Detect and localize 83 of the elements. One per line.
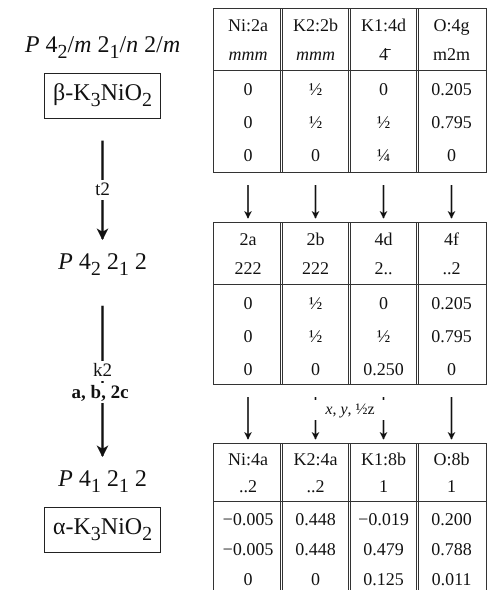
wyckoff-position: 4d (374, 228, 394, 251)
coordinate-value: 0.795 (430, 111, 473, 134)
arrow (312, 185, 320, 219)
coordinate-value: 0 (310, 144, 321, 167)
site-symmetry: ..2 (238, 475, 258, 498)
table-column (213, 222, 283, 385)
wyckoff-position: 2b (306, 228, 326, 251)
coordinate-value: ½ (308, 325, 324, 348)
coordinate-value: 0 (242, 358, 254, 381)
coordinate-value: 0.011 (430, 568, 472, 590)
coordinate-value: 0 (242, 144, 254, 167)
coordinate-value: 0.448 (294, 508, 337, 531)
coordinate-value: 0 (310, 358, 321, 381)
table-column (416, 222, 487, 385)
site-symmetry: 1 (378, 475, 389, 498)
coordinate-value: ¼ (376, 144, 392, 167)
table-column (348, 8, 419, 173)
coordinate-value: 0.250 (362, 358, 405, 381)
site-symmetry: 222 (301, 257, 330, 280)
site-symmetry: 222 (234, 257, 262, 280)
site-symmetry: 1 (446, 475, 457, 498)
coordinate-value: 0 (242, 325, 254, 348)
coordinate-value: 0.205 (430, 292, 473, 315)
arrow (380, 185, 388, 219)
arrow (448, 185, 456, 219)
wyckoff-position: K2:4a (292, 448, 338, 471)
space-group-label: P 4$_{1}$ 2$_{1}$ 2 (57, 465, 148, 499)
wyckoff-position: O:4g (432, 14, 470, 37)
site-symmetry: m2m (432, 43, 471, 66)
coordinate-value: 0 (378, 292, 389, 315)
coordinate-value: 0 (242, 292, 254, 315)
coordinate-value: −0.005 (222, 538, 274, 561)
coordinate-value: 0 (310, 568, 321, 590)
table-column (213, 8, 283, 173)
coordinate-value: 0.479 (362, 538, 405, 561)
wyckoff-position: K2:2b (292, 14, 339, 37)
coordinate-value: ½ (308, 78, 324, 101)
table-column (348, 222, 419, 385)
coordinate-value: 0.125 (362, 568, 405, 590)
coordinate-value: 0.448 (294, 538, 337, 561)
table-column (280, 443, 351, 590)
compound-box: α-K$_{3}$NiO$_{2}$ (44, 506, 162, 553)
coordinate-value: 0 (242, 111, 254, 134)
coordinate-value: 0.205 (430, 78, 473, 101)
table-column (348, 443, 419, 590)
coordinate-value: 0.795 (430, 325, 473, 348)
coordinate-value: 0 (242, 78, 254, 101)
arrow (244, 397, 252, 440)
coordinate-value: 0 (446, 358, 457, 381)
coordinate-value: 0 (378, 78, 389, 101)
coordinate-value: ½ (308, 292, 324, 315)
site-symmetry: mmm (295, 43, 336, 66)
wyckoff-position: 2a (238, 228, 258, 251)
coordinate-value: 0.200 (430, 508, 473, 531)
wyckoff-position: K1:8b (360, 448, 407, 471)
coordinate-value: ½ (376, 111, 392, 134)
table-column (213, 443, 283, 590)
table-column (416, 443, 487, 590)
wyckoff-position: 4f (443, 228, 460, 251)
site-symmetry: 2.. (374, 257, 394, 280)
coordinate-value: 0.788 (430, 538, 473, 561)
coordinate-value: 0 (242, 568, 254, 590)
site-symmetry: 4̄ (349, 40, 418, 69)
space-group-label: P 4$_{2}$ 2$_{1}$ 2 (15, 247, 190, 284)
coordinate-value: ½ (376, 325, 392, 348)
table-column (416, 8, 487, 173)
arrow (244, 185, 252, 219)
site-symmetry: ..2 (442, 257, 462, 280)
table-column (280, 222, 351, 385)
coordinate-value: ½ (308, 111, 324, 134)
compound-box: β-K$_{3}$NiO$_{2}$ (44, 72, 161, 119)
wyckoff-position: K1:4d (360, 14, 407, 37)
table-column (280, 8, 351, 173)
wyckoff-position: Ni:4a (227, 448, 269, 471)
arrow (448, 397, 456, 440)
wyckoff-position: Ni:2a (227, 14, 269, 37)
site-symmetry: ..2 (306, 475, 326, 498)
coordinate-value: 0 (446, 144, 457, 167)
wyckoff-position: O:8b (432, 448, 470, 471)
coordinate-value: −0.005 (222, 508, 274, 531)
site-symmetry: mmm (228, 43, 268, 66)
coordinate-value: −0.019 (357, 508, 410, 531)
space-group-label: P 4$_{2}$/m 2$_{1}$/n 2/m (24, 31, 182, 65)
